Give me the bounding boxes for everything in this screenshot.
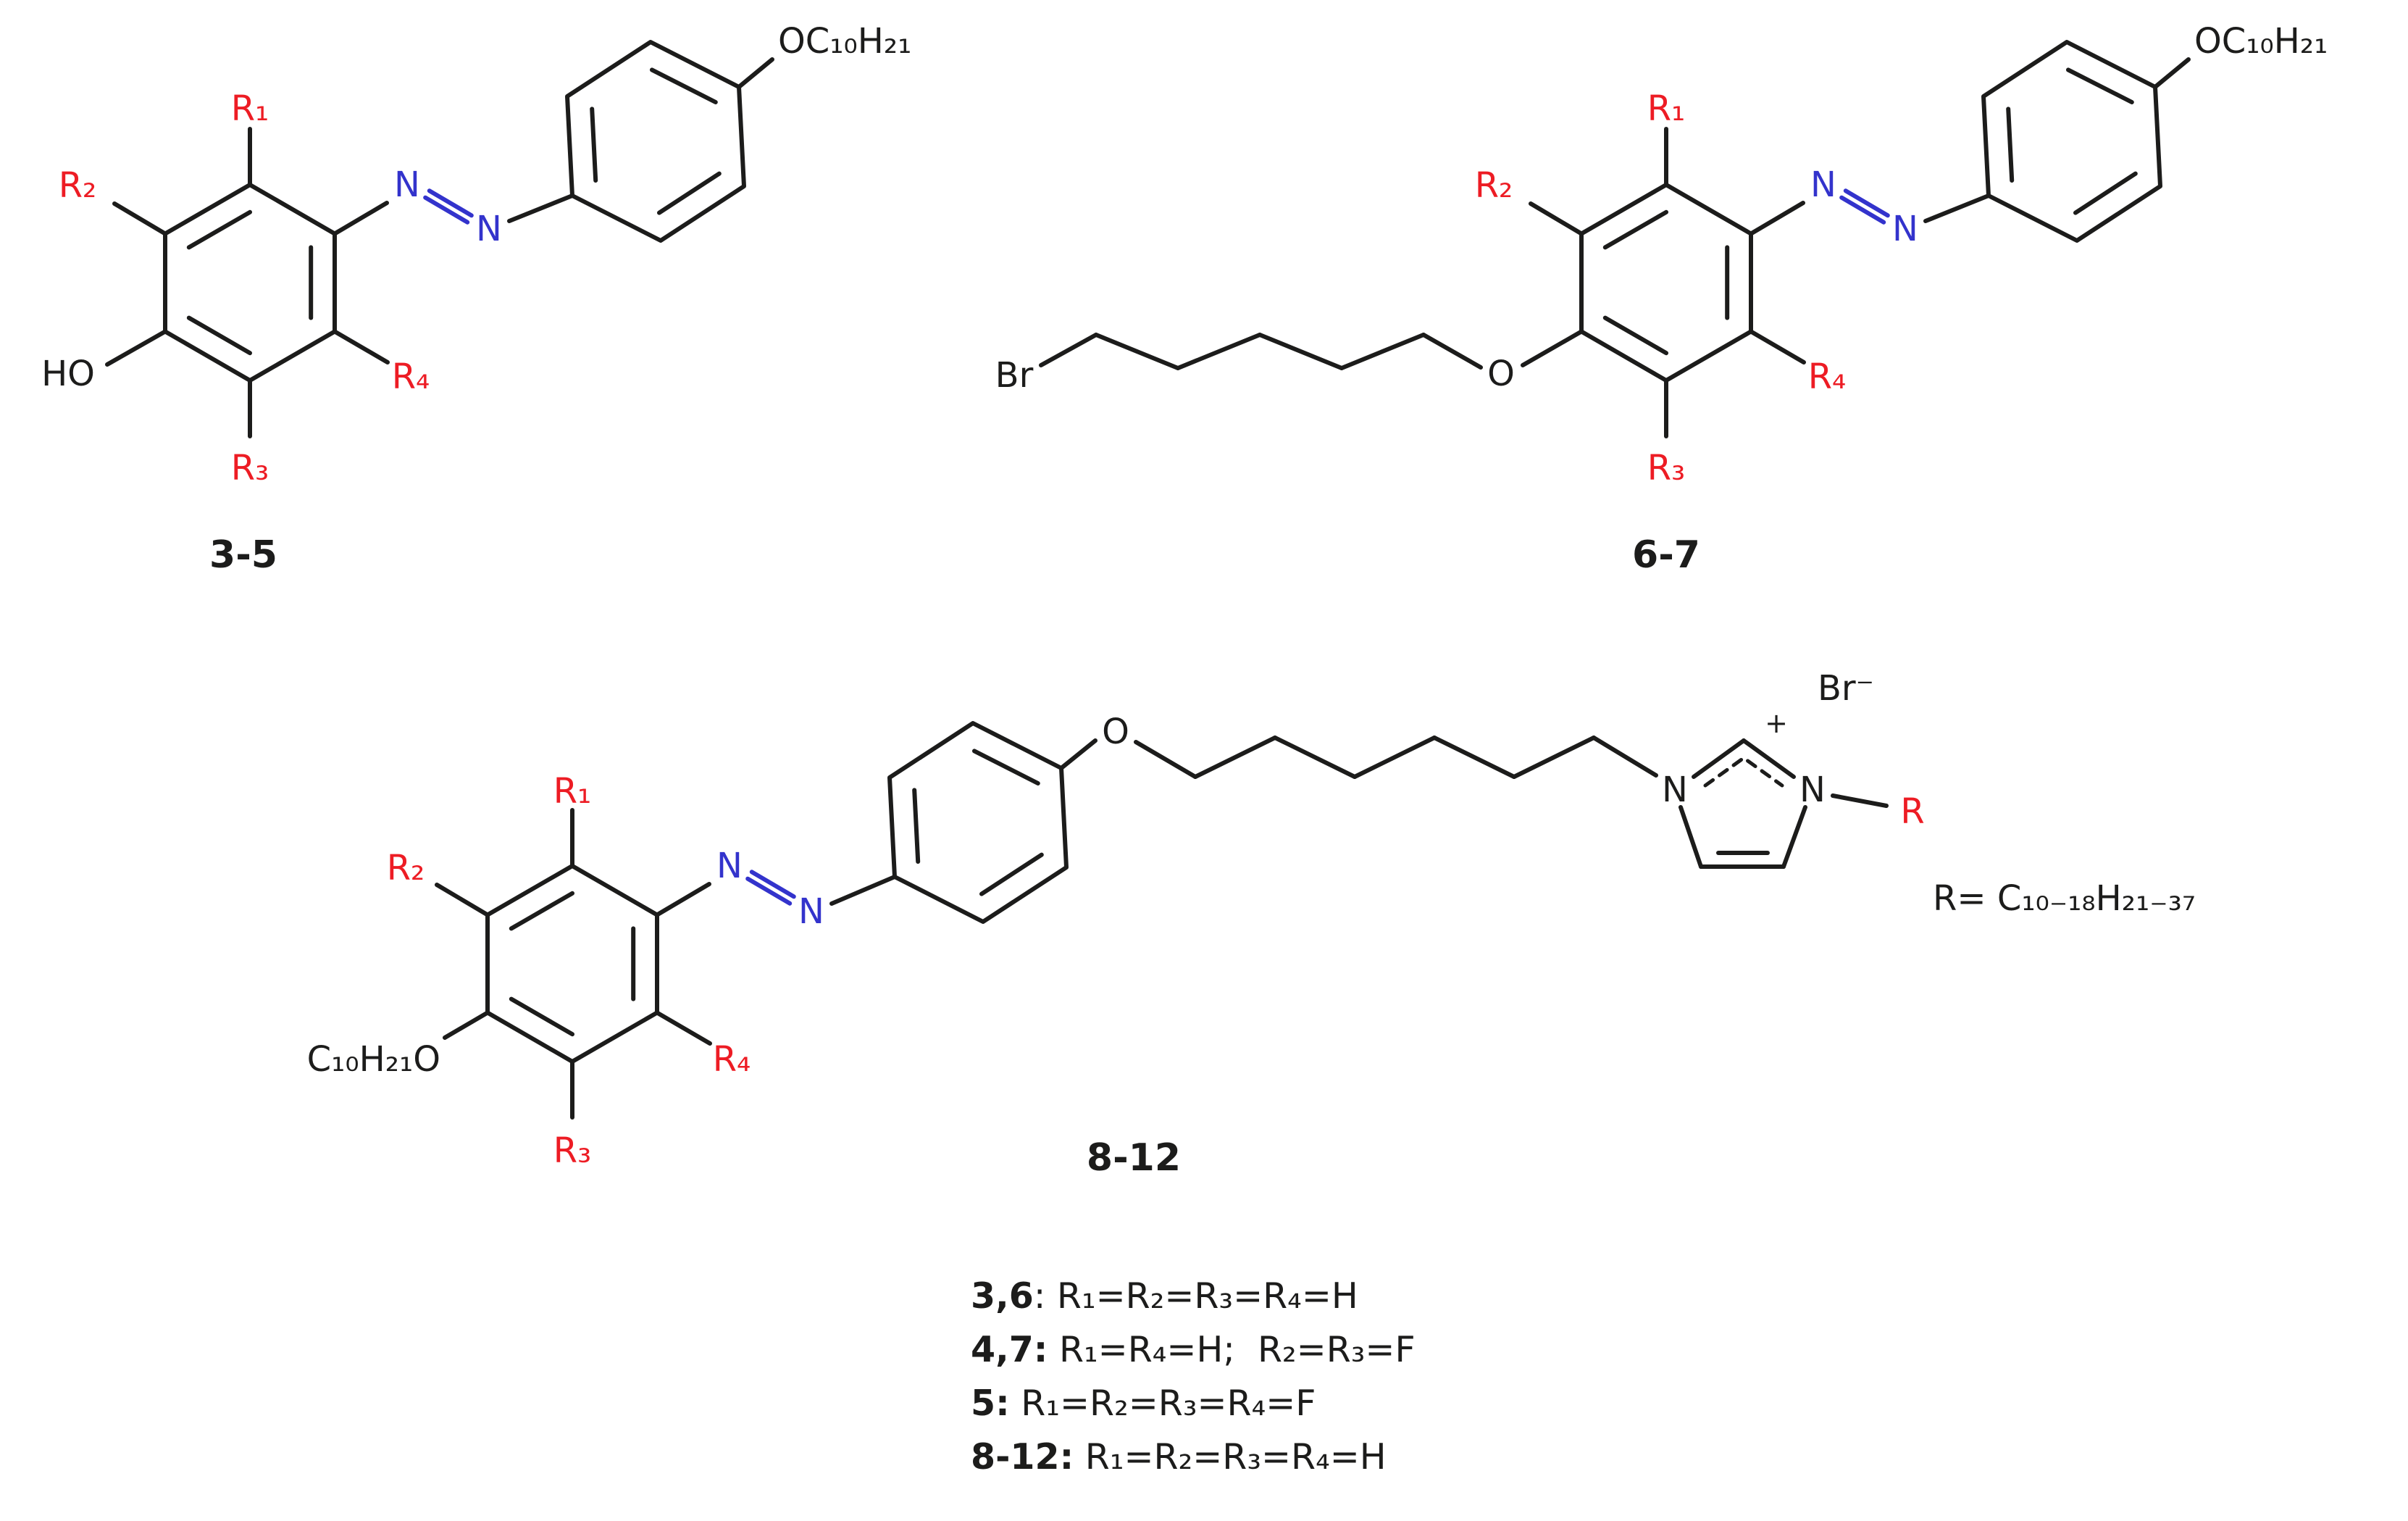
structure-3-5-bonds bbox=[105, 40, 774, 438]
hydroxyl-label: HO bbox=[41, 354, 95, 394]
legend-line-1: 3,6: R₁=R₂=R₃=R₄=H bbox=[971, 1270, 1416, 1323]
azo-bond bbox=[1839, 188, 1890, 225]
substituent-label-r1: R₁ bbox=[1647, 88, 1686, 129]
imidazolium-nitrogen-label: N bbox=[1799, 770, 1826, 810]
azo-nitrogen-label: N bbox=[1810, 164, 1836, 205]
azo-nitrogen-label: N bbox=[476, 209, 502, 249]
legend-definition: R₁=R₂=R₃=R₄=F bbox=[1009, 1383, 1316, 1424]
structure-6-7: Br O R₁ R₂ R₃ R₄ N N OC₁₀H₂₁ 6-7 bbox=[995, 21, 2328, 577]
alkoxy-label: OC₁₀H₂₁ bbox=[778, 21, 911, 62]
structure-label-8-12: 8-12 bbox=[1087, 1136, 1181, 1180]
r-definition-label: R= C₁₀₋₁₈H₂₁₋₃₇ bbox=[1933, 878, 2196, 919]
legend-compound-ids: 8-12: bbox=[971, 1436, 1074, 1478]
structure-label-6-7: 6-7 bbox=[1632, 533, 1700, 577]
bromide-counterion-label: Br⁻ bbox=[1818, 668, 1874, 709]
legend-line-3: 5: R₁=R₂=R₃=R₄=F bbox=[971, 1377, 1416, 1430]
ether-oxygen-label: O bbox=[1487, 354, 1515, 394]
substituent-label-r3: R₃ bbox=[553, 1130, 592, 1171]
legend-definition: R₁=R₄=H; R₂=R₃=F bbox=[1048, 1329, 1416, 1370]
substituent-label-r4: R₄ bbox=[392, 357, 430, 397]
imidazolium-nitrogen-label: N bbox=[1662, 770, 1688, 810]
legend-definition: R₁=R₂=R₃=R₄=H bbox=[1074, 1436, 1387, 1478]
alkoxy-label: OC₁₀H₂₁ bbox=[2194, 21, 2328, 62]
substituent-label-r2: R₂ bbox=[1475, 165, 1513, 206]
substituent-label-r4: R₄ bbox=[713, 1039, 751, 1080]
positive-charge-label: + bbox=[1765, 707, 1788, 739]
alkoxy-left-label: C₁₀H₂₁O bbox=[307, 1039, 440, 1080]
substituent-label-r2: R₂ bbox=[59, 165, 97, 206]
azo-nitrogen-label: N bbox=[1892, 209, 1918, 249]
legend-compound-ids: 4,7: bbox=[971, 1329, 1048, 1370]
substituent-label-r3: R₃ bbox=[231, 448, 269, 488]
delocalized-bond bbox=[1703, 756, 1784, 788]
azo-nitrogen-label: N bbox=[716, 846, 743, 886]
azo-bond bbox=[745, 870, 796, 906]
azo-bond bbox=[423, 188, 474, 225]
structure-label-3-5: 3-5 bbox=[209, 533, 277, 577]
bromine-label: Br bbox=[995, 355, 1034, 396]
substituent-label-r2: R₂ bbox=[387, 848, 425, 888]
r-group-label: R bbox=[1900, 791, 1924, 832]
structure-6-7-bonds bbox=[1039, 40, 2191, 438]
legend-compound-ids: 3,6 bbox=[971, 1275, 1034, 1317]
substituent-label-r4: R₄ bbox=[1808, 357, 1847, 397]
ether-oxygen-label: O bbox=[1102, 712, 1129, 752]
structure-8-12-bonds bbox=[435, 721, 1658, 1120]
azo-nitrogen-label: N bbox=[798, 891, 824, 932]
substituent-label-r1: R₁ bbox=[553, 771, 592, 812]
substituent-label-r3: R₃ bbox=[1647, 448, 1686, 488]
substituent-label-r1: R₁ bbox=[231, 88, 269, 129]
imidazolium-ring bbox=[1679, 738, 1889, 869]
structure-8-12: R₁ R₂ C₁₀H₂₁O R₃ R₄ N N O N N + Br⁻ R R=… bbox=[307, 668, 2196, 1180]
structure-3-5: R₁ R₂ HO R₃ R₄ N N OC₁₀H₂₁ 3-5 bbox=[41, 21, 911, 577]
legend-line-2: 4,7: R₁=R₄=H; R₂=R₃=F bbox=[971, 1323, 1416, 1377]
azo-nitrogen-label: N bbox=[394, 164, 420, 205]
legend-definition: : R₁=R₂=R₃=R₄=H bbox=[1033, 1275, 1358, 1317]
legend-compound-ids: 5: bbox=[971, 1383, 1010, 1424]
legend-line-4: 8-12: R₁=R₂=R₃=R₄=H bbox=[971, 1430, 1416, 1484]
substituent-legend: 3,6: R₁=R₂=R₃=R₄=H 4,7: R₁=R₄=H; R₂=R₃=F… bbox=[971, 1270, 1416, 1484]
